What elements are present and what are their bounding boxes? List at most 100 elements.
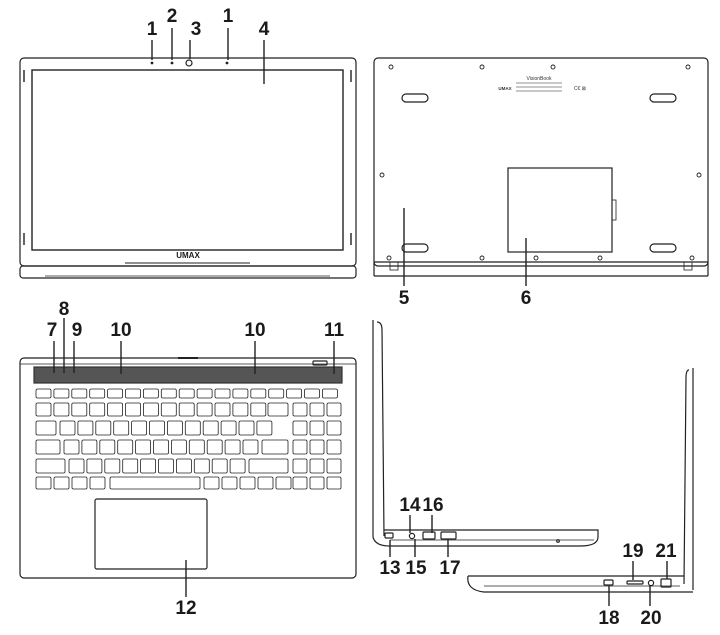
callout-19: 19	[622, 541, 643, 562]
keyboard-key	[142, 402, 159, 417]
keyboard-key	[221, 476, 238, 490]
keyboard-key	[89, 402, 106, 417]
keyboard-key	[135, 439, 152, 455]
keyboard-key	[81, 439, 98, 455]
keyboard-key	[224, 439, 241, 455]
keyboard-key	[153, 439, 169, 455]
microphone-right-icon	[225, 61, 229, 65]
leader-lines	[53, 28, 668, 606]
callout-2: 2	[167, 6, 178, 27]
callout-10-right: 10	[244, 320, 265, 341]
keyboard-key	[196, 388, 213, 399]
keyboard-key	[196, 402, 213, 417]
callout-7: 7	[47, 320, 58, 341]
keyboard-key	[149, 420, 165, 436]
keyboard-key	[309, 476, 325, 490]
keyboard-key	[250, 402, 267, 417]
keyboard-key	[178, 402, 195, 417]
keyboard-key	[71, 402, 88, 417]
callout-6: 6	[521, 288, 532, 309]
keyboard-key	[142, 388, 159, 399]
keyboard-deck	[19, 357, 357, 579]
keyboard-key	[184, 420, 201, 436]
keyboard-key	[158, 458, 174, 474]
rubber-foot	[649, 93, 677, 103]
keyboard-key	[71, 476, 88, 490]
keyboard-key	[214, 388, 231, 399]
keyboard-key	[292, 420, 308, 436]
callout-12: 12	[175, 598, 196, 619]
callout-numbers: 1 2 3 1 4 5 6 7 8 9 10 10 11 12 13 14 15…	[47, 6, 677, 629]
callout-1-left: 1	[147, 19, 158, 40]
keyboard-key	[292, 476, 308, 490]
keyboard-key	[292, 402, 308, 417]
keyboard-key	[261, 439, 289, 455]
keyboard-key	[109, 476, 201, 490]
keyboard-key	[170, 439, 187, 455]
dc-in-port	[408, 532, 416, 540]
keyboard-key	[248, 458, 289, 474]
callout-5: 5	[399, 288, 410, 309]
callout-21: 21	[655, 541, 677, 562]
keyboard-key	[286, 388, 303, 399]
keyboard-key	[326, 402, 342, 417]
keyboard-key	[257, 476, 274, 490]
keyboard-key	[309, 402, 325, 417]
keyboard-key	[77, 420, 94, 436]
keyboard-key	[68, 458, 85, 474]
keyboard-key	[309, 458, 325, 474]
keyboard-key	[193, 458, 210, 474]
callout-14: 14	[399, 495, 421, 516]
keyboard-key	[202, 420, 219, 436]
keyboard-key	[309, 439, 325, 455]
keyboard-key	[267, 402, 289, 417]
keyboard-key	[35, 476, 52, 490]
micro-sd-slot	[626, 580, 644, 585]
bottom-case	[373, 57, 709, 267]
keyboard-key	[275, 476, 292, 490]
usb-a-port-right	[660, 578, 672, 588]
keyboard-key	[256, 420, 273, 436]
front-view	[19, 57, 357, 279]
callout-8: 8	[59, 299, 70, 320]
keyboard-key	[175, 458, 192, 474]
callout-15: 15	[405, 558, 427, 579]
keyboard-key	[113, 420, 130, 436]
keyboard-key	[238, 420, 255, 436]
callout-1-right: 1	[223, 6, 234, 27]
keyboard-key	[53, 476, 70, 490]
keyboard-keys	[35, 388, 342, 490]
keyboard-key	[326, 420, 342, 436]
bottom-label-ce: C€ ⊠	[574, 86, 586, 92]
card-reader-slot	[603, 579, 614, 586]
callout-4: 4	[259, 19, 270, 40]
rubber-foot	[401, 243, 429, 253]
keyboard-key	[326, 476, 342, 490]
rubber-foot	[401, 93, 429, 103]
keyboard-key	[229, 458, 246, 474]
camera-led-icon	[170, 61, 174, 65]
callout-13: 13	[379, 558, 400, 579]
keyboard-key	[304, 388, 320, 399]
keyboard-key	[95, 420, 112, 436]
callout-20: 20	[640, 608, 661, 629]
callout-11: 11	[324, 320, 345, 341]
usb-a-port-left	[422, 531, 436, 540]
keyboard-key	[214, 402, 231, 417]
audio-jack	[647, 579, 655, 587]
bottom-label-brand: UMAX	[498, 86, 511, 91]
keyboard-key	[211, 458, 228, 474]
keyboard-key	[89, 476, 106, 490]
keyboard-key	[326, 439, 342, 455]
keyboard-key	[292, 439, 308, 455]
keyboard-key	[53, 388, 70, 399]
display-panel	[31, 69, 344, 251]
keyboard-key	[292, 458, 308, 474]
bottom-view	[373, 57, 709, 277]
keyboard-key	[232, 388, 249, 399]
keyboard-key	[268, 388, 285, 399]
keyboard-key	[239, 476, 256, 490]
display-lid	[19, 57, 357, 267]
keyboard-key	[125, 388, 141, 399]
